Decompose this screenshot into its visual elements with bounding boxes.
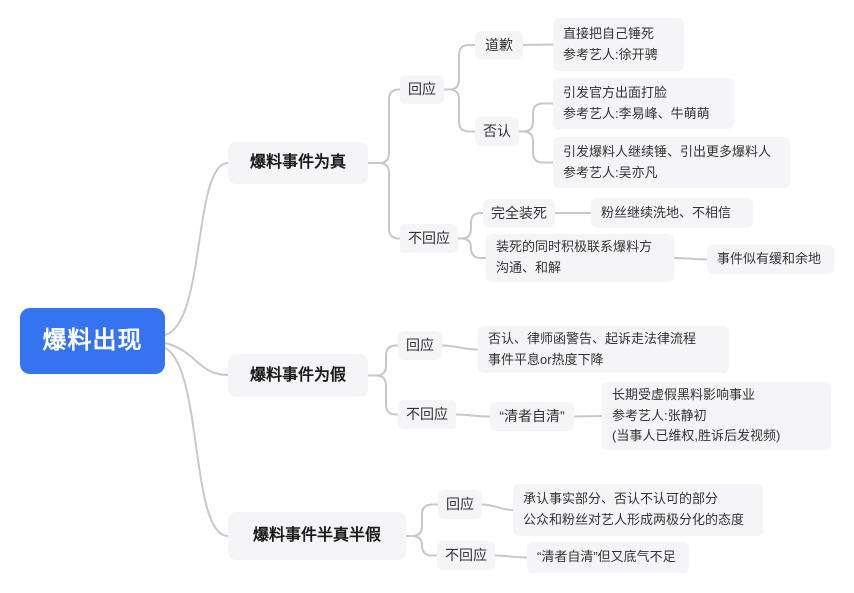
edge-root-half (164, 347, 229, 537)
branch-event-true[interactable]: 爆料事件为真 (228, 142, 368, 184)
node-deny[interactable]: 否认 (475, 117, 519, 146)
edge-root-false (164, 342, 229, 376)
leaf-playdead-result[interactable]: 粉丝继续洗地、不相信 (591, 198, 753, 228)
node-half-respond[interactable]: 回应 (438, 490, 482, 519)
edge-true-norespond (367, 162, 401, 240)
edge-half-respond (405, 503, 439, 537)
node-false-respond[interactable]: 回应 (398, 331, 442, 360)
edge-falsenorespond-quote (455, 413, 491, 418)
leaf-false-respond-result[interactable]: 否认、律师函警告、起诉走法律流程 事件平息or热度下降 (478, 326, 729, 373)
leaf-cleanselfclean-result[interactable]: 长期受虚假黑料影响事业 参考艺人:张静初 (当事人已维权,胜诉后发视频) (602, 382, 831, 450)
edge-norespond-negotiate (457, 237, 487, 259)
leaf-deny-result-more[interactable]: 引发爆料人继续锤、引出更多爆料人 参考艺人:吴亦凡 (553, 137, 790, 188)
branch-event-false[interactable]: 爆料事件为假 (228, 354, 368, 397)
edge-halfrespond-result (481, 503, 514, 511)
branch-event-half[interactable]: 爆料事件半真半假 (228, 512, 406, 560)
edge-deny-result1 (518, 102, 554, 133)
edge-norespond-playdead (457, 212, 484, 240)
edge-root-true (164, 162, 229, 336)
node-half-norespond[interactable]: 不回应 (437, 541, 495, 570)
root-node[interactable]: 爆料出现 (20, 308, 165, 374)
leaf-negotiate-result[interactable]: 事件似有缓和余地 (707, 245, 834, 274)
edge-false-norespond (367, 374, 399, 416)
leaf-half-respond-result[interactable]: 承认事实部分、否认不认可的部分 公众和粉丝对艺人形成两极分化的态度 (513, 484, 763, 536)
edge-half-norespond (405, 535, 438, 557)
edge-halfnorespond-result (494, 554, 528, 559)
edge-respond-apologize (443, 44, 476, 91)
edge-deny-result2 (518, 130, 554, 164)
leaf-apologize-result[interactable]: 直接把自己锤死 参考艺人:徐开骋 (553, 18, 684, 71)
node-true-respond[interactable]: 回应 (400, 75, 444, 104)
edge-true-respond (367, 88, 401, 164)
node-false-norespond[interactable]: 不回应 (398, 400, 456, 429)
edge-negotiate-result (673, 257, 708, 261)
edge-quote-result (573, 415, 603, 418)
node-clean-self-clean[interactable]: “清者自清” (490, 402, 574, 431)
edge-false-respond (367, 344, 399, 377)
node-play-dead[interactable]: 完全装死 (483, 199, 555, 227)
edge-respond-deny (443, 88, 476, 133)
node-negotiate[interactable]: 装死的同时积极联系爆料方 沟通、和解 (486, 234, 674, 282)
edge-falserespond-result (441, 344, 479, 351)
node-apologize[interactable]: 道歉 (475, 31, 523, 59)
leaf-half-norespond-result[interactable]: “清者自清”但又底气不足 (527, 542, 689, 573)
leaf-deny-result-official[interactable]: 引发官方出面打脸 参考艺人:李易峰、牛萌萌 (553, 78, 734, 129)
node-true-norespond[interactable]: 不回应 (400, 224, 458, 253)
edge-apologize-result (522, 43, 554, 46)
